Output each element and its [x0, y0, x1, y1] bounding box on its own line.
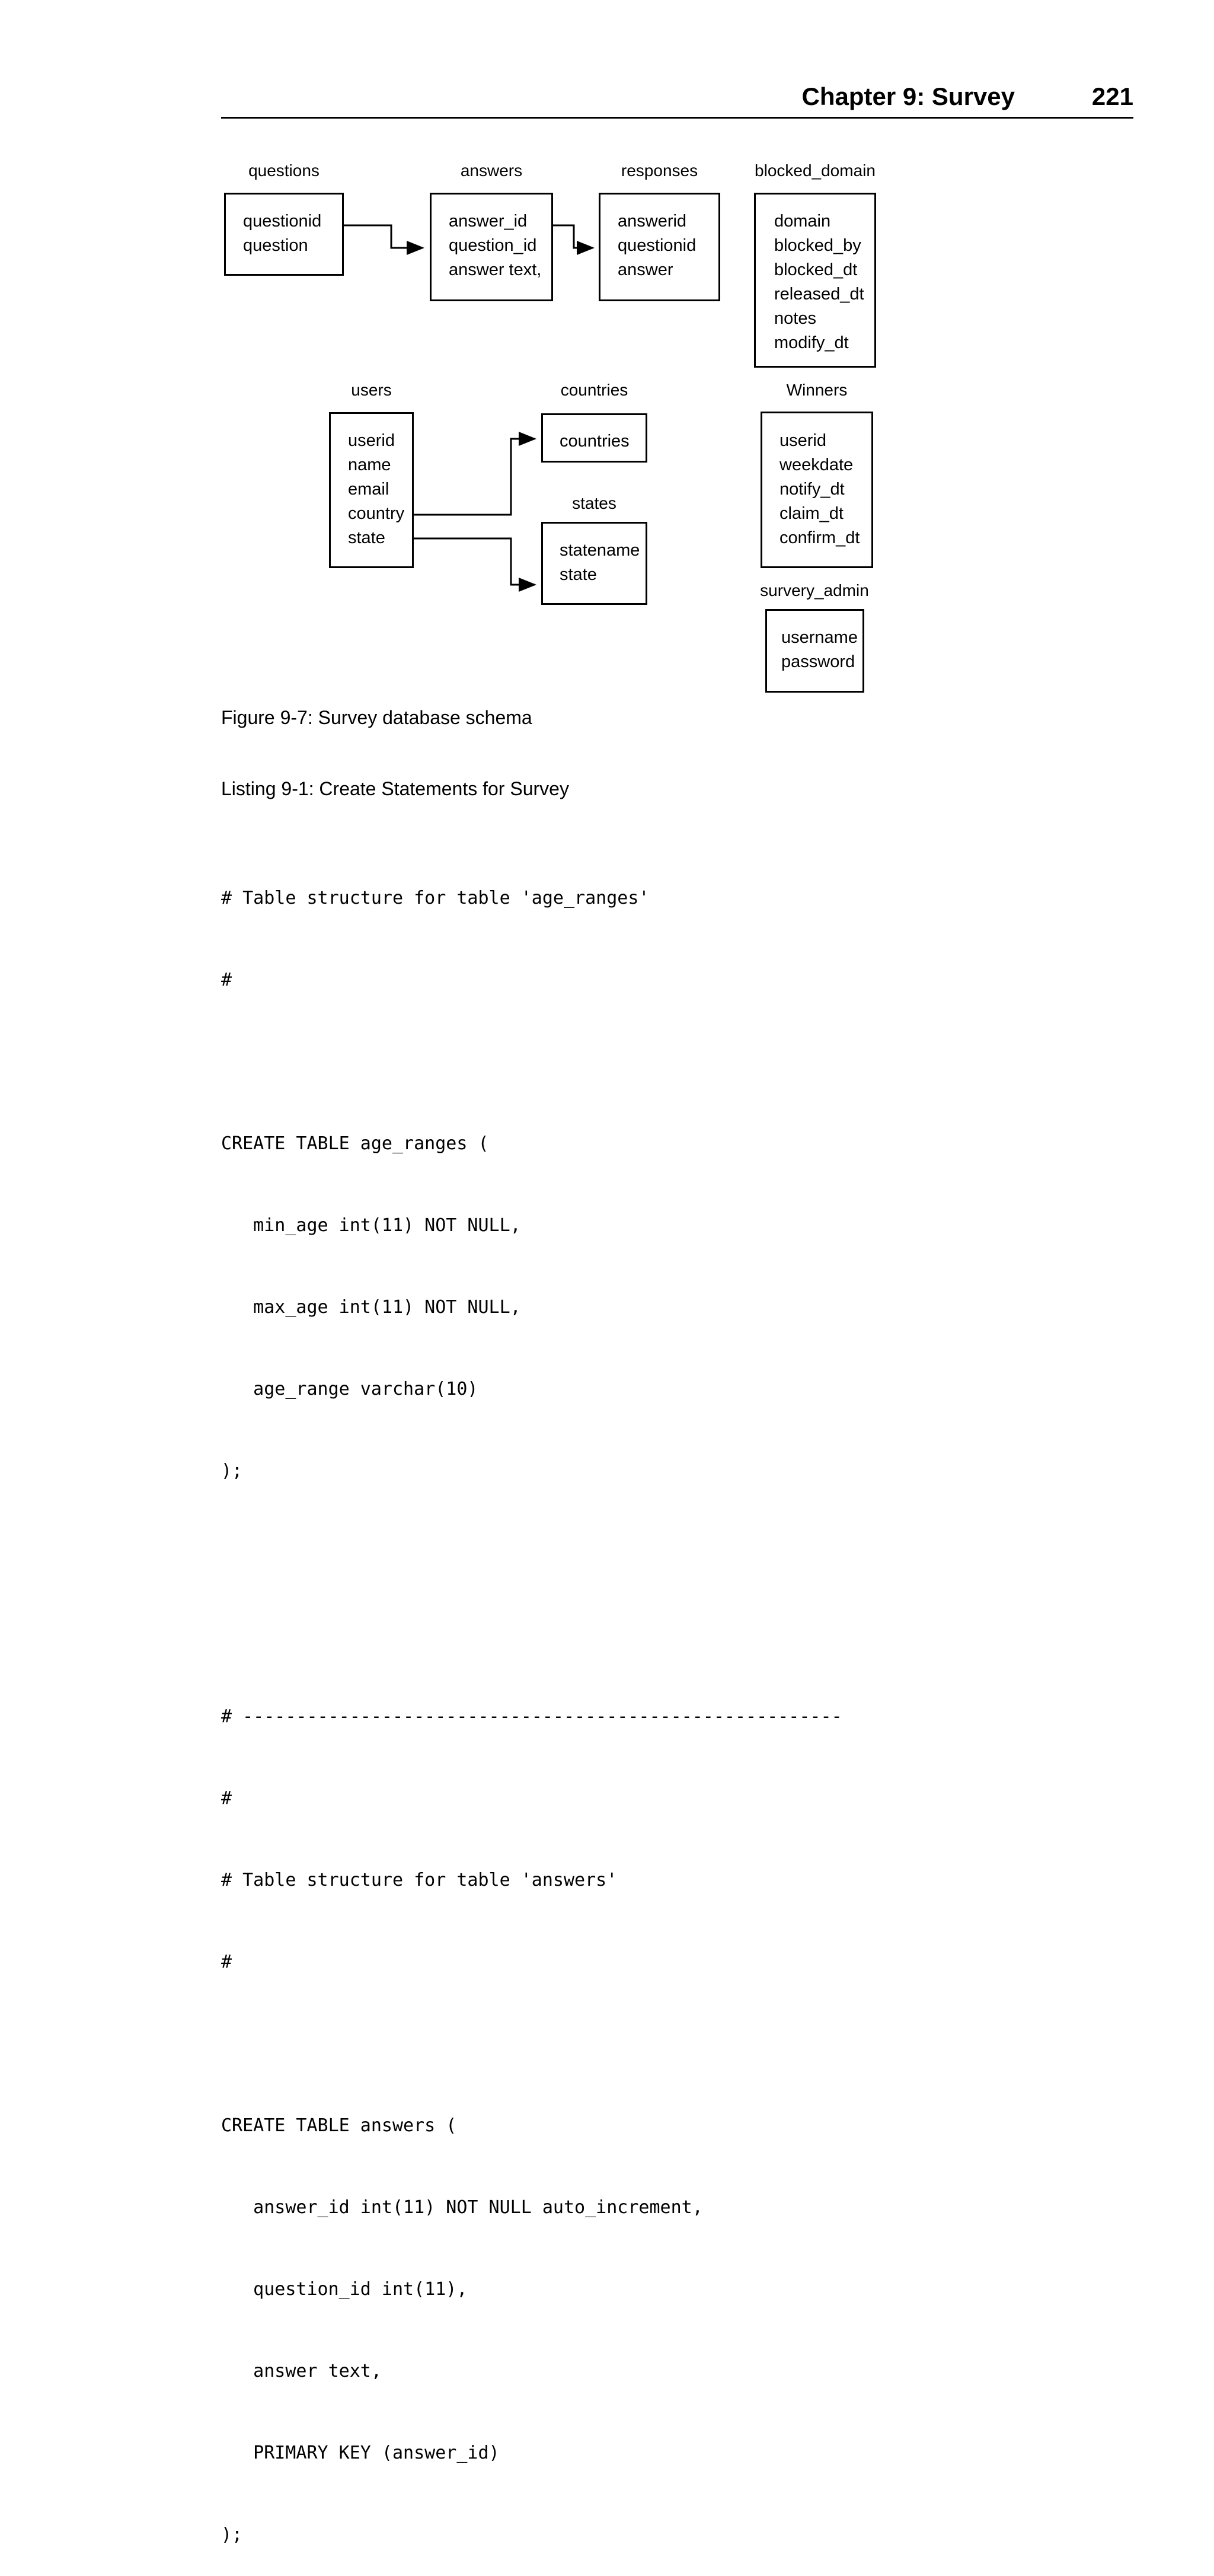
code-line: CREATE TABLE age_ranges (	[221, 1133, 489, 1154]
field-item: modify_dt	[774, 333, 849, 352]
field-item: statename	[560, 541, 640, 560]
entity-box-winners	[761, 412, 873, 568]
entity-label-responses: responses	[621, 161, 698, 180]
entity-fields-countries: countries	[560, 429, 630, 454]
schema-diagram: questions questionid question answers an…	[0, 0, 1214, 712]
code-line: #	[221, 1952, 232, 1972]
figure-caption: Figure 9-7: Survey database schema	[221, 707, 532, 728]
page-number: 221	[1091, 82, 1133, 110]
field-item: questionid	[618, 236, 697, 255]
entity-label-users: users	[351, 381, 392, 399]
field-item: weekdate	[779, 455, 854, 474]
entity-label-winners: Winners	[786, 381, 848, 399]
entity-fields-responses: answerid questionid answer	[618, 209, 696, 282]
code-line: max_age int(11) NOT NULL,	[221, 1297, 521, 1318]
relationship-connectors	[344, 224, 595, 592]
code-line	[221, 1048, 1170, 1076]
code-line: min_age int(11) NOT NULL,	[221, 1215, 521, 1236]
field-item: countries	[560, 432, 630, 451]
entity-label-countries: countries	[560, 381, 628, 399]
code-line: #	[221, 1788, 232, 1809]
field-item: state	[560, 565, 597, 584]
entity-fields-states: statename state	[560, 538, 640, 587]
code-line: # --------------------------------------…	[221, 1706, 842, 1727]
entity-label-survery-admin: survery_admin	[760, 581, 869, 600]
entity-label-blocked-domain: blocked_domain	[755, 161, 876, 180]
code-line: PRIMARY KEY (answer_id)	[221, 2443, 500, 2463]
entity-box-survery-admin	[765, 609, 864, 693]
field-item: username	[781, 628, 858, 647]
entity-box-blocked-domain	[754, 193, 876, 368]
entity-fields-survery-admin: username password	[781, 626, 858, 674]
code-line	[221, 2030, 1170, 2058]
field-item: email	[348, 480, 389, 499]
field-item: userid	[348, 431, 395, 450]
field-item: password	[781, 652, 855, 671]
listing-caption: Listing 9-1: Create Statements for Surve…	[221, 778, 569, 799]
field-item: userid	[779, 431, 826, 450]
entity-box-countries	[541, 413, 647, 463]
entity-box-questions	[224, 193, 344, 276]
field-item: question	[243, 236, 308, 255]
code-line: # Table structure for table 'age_ranges'	[221, 888, 650, 908]
entity-fields-questions: questionid question	[243, 209, 321, 258]
entity-fields-blocked-domain: domain blocked_by blocked_dt released_dt…	[774, 209, 864, 355]
entity-fields-users: userid name email country state	[348, 429, 404, 550]
entity-fields-answers: answer_id question_id answer text,	[449, 209, 541, 282]
page-header: Chapter 9: Survey 221	[221, 76, 1133, 119]
code-line: question_id int(11),	[221, 2279, 468, 2300]
field-item: answer	[618, 260, 673, 279]
code-line	[221, 1539, 1170, 1567]
field-item: answer text,	[449, 260, 542, 279]
code-line	[221, 1621, 1170, 1649]
field-item: state	[348, 528, 385, 547]
code-listing: # Table structure for table 'age_ranges'…	[221, 830, 1170, 2576]
entity-label-answers: answers	[460, 161, 523, 180]
code-line: answer_id int(11) NOT NULL auto_incremen…	[221, 2197, 703, 2218]
entity-box-responses	[599, 193, 720, 301]
code-line: age_range varchar(10)	[221, 1379, 478, 1399]
code-line: );	[221, 2524, 243, 2545]
entity-fields-winners: userid weekdate notify_dt claim_dt confi…	[779, 429, 860, 550]
entity-label-questions: questions	[248, 161, 320, 180]
code-line: #	[221, 970, 232, 990]
field-item: claim_dt	[779, 504, 844, 523]
field-item: blocked_dt	[774, 260, 858, 279]
field-item: domain	[774, 212, 831, 231]
code-line: # Table structure for table 'answers'	[221, 1870, 618, 1890]
chapter-title: Chapter 9: Survey	[801, 82, 1015, 110]
field-item: blocked_by	[774, 236, 861, 255]
field-item: answer_id	[449, 212, 528, 231]
code-line: answer text,	[221, 2361, 382, 2381]
field-item: questionid	[243, 212, 322, 231]
field-item: notify_dt	[779, 480, 845, 499]
field-item: confirm_dt	[779, 528, 860, 547]
field-item: name	[348, 455, 391, 474]
field-item: notes	[774, 309, 816, 328]
entity-label-states: states	[572, 494, 616, 512]
entity-box-users	[329, 412, 414, 568]
field-item: country	[348, 504, 405, 523]
entity-box-states	[541, 522, 647, 605]
field-item: question_id	[449, 236, 537, 255]
entity-box-answers	[430, 193, 553, 301]
field-item: released_dt	[774, 285, 864, 304]
code-line: );	[221, 1461, 243, 1481]
code-line: CREATE TABLE answers (	[221, 2115, 457, 2136]
field-item: answerid	[618, 212, 687, 231]
